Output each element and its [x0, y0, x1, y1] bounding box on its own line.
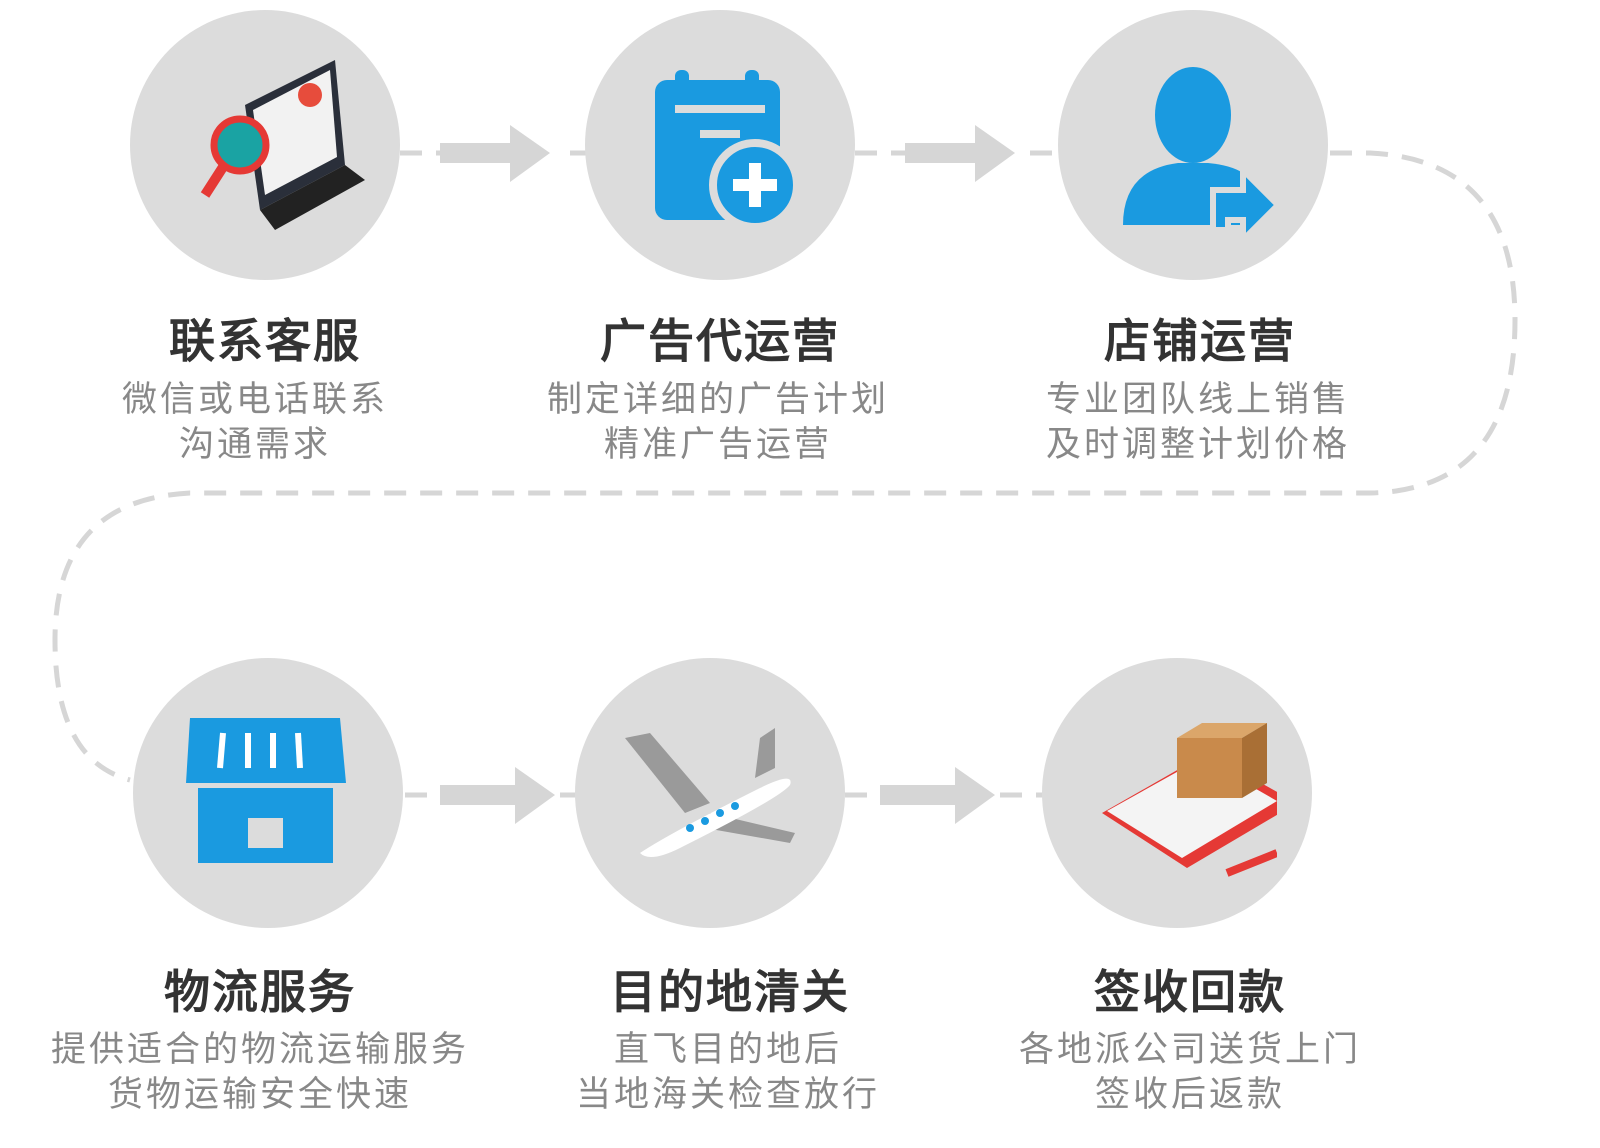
step-6-circle	[1042, 658, 1312, 928]
step-title: 物流服务	[164, 965, 356, 1019]
step-2-circle	[585, 10, 855, 280]
step-title: 广告代运营	[600, 314, 840, 368]
description-line: 微信或电话联系	[121, 380, 388, 420]
package-signing-icon	[1102, 723, 1277, 877]
description-line: 货物运输安全快速	[107, 1075, 412, 1115]
description-line: 沟通需求	[178, 425, 331, 465]
description-line: 专业团队线上销售	[1045, 380, 1350, 420]
description-line: 各地派公司送货上门	[1018, 1030, 1361, 1070]
step-3-circle	[1058, 10, 1328, 280]
step-4-circle	[133, 658, 403, 928]
description-line: 制定详细的广告计划	[546, 380, 889, 420]
step-5-circle	[575, 658, 845, 928]
description-line: 当地海关检查放行	[575, 1075, 880, 1115]
step-title: 联系客服	[169, 314, 361, 368]
description-line: 提供适合的物流运输服务	[50, 1030, 469, 1070]
description-line: 及时调整计划价格	[1045, 425, 1350, 465]
user-arrow-icon	[1123, 67, 1283, 245]
laptop-search-icon	[200, 60, 365, 230]
step-1-circle	[130, 10, 400, 280]
storefront-icon	[186, 718, 346, 863]
step-description: 直飞目的地后当地海关检查放行	[448, 1028, 1008, 1118]
step-description: 制定详细的广告计划精准广告运营	[438, 378, 998, 468]
step-description: 提供适合的物流运输服务货物运输安全快速	[0, 1028, 540, 1118]
description-line: 直飞目的地后	[613, 1030, 842, 1070]
arrow-icons	[440, 125, 1015, 824]
step-description: 各地派公司送货上门签收后返款	[910, 1028, 1470, 1118]
step-description: 微信或电话联系沟通需求	[0, 378, 535, 468]
airplane-icon	[625, 728, 795, 857]
step-title: 店铺运营	[1104, 314, 1296, 368]
description-line: 精准广告运营	[603, 425, 832, 465]
description-line: 签收后返款	[1094, 1075, 1285, 1115]
step-description: 专业团队线上销售及时调整计划价格	[918, 378, 1478, 468]
step-title: 目的地清关	[610, 965, 850, 1019]
step-title: 签收回款	[1094, 965, 1286, 1019]
calendar-plus-icon	[655, 70, 801, 231]
